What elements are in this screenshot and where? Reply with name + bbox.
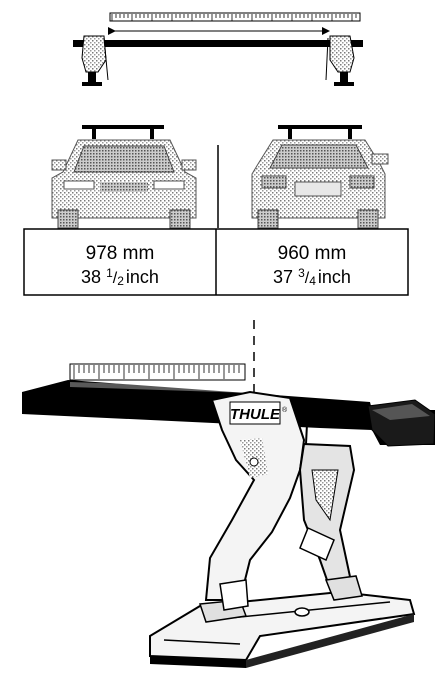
ruler-strip <box>109 12 361 22</box>
rear-measurement-mm: 960 mm <box>278 243 347 264</box>
top-rack-diagram <box>73 12 363 86</box>
closeup-ruler-ticks <box>73 365 240 379</box>
load-bar <box>73 40 363 47</box>
ruler-ticks <box>111 14 357 21</box>
front-car-icon <box>51 125 197 229</box>
left-foot-icon <box>81 35 109 86</box>
svg-text:®: ® <box>282 406 288 414</box>
rack-foot-closeup: THULE ® <box>22 320 435 668</box>
right-foot-icon <box>325 35 355 86</box>
svg-text:THULE: THULE <box>230 406 281 423</box>
rear-car-icon <box>251 125 389 229</box>
thule-logo: THULE ® <box>229 401 288 425</box>
front-measurement-mm: 978 mm <box>86 243 155 264</box>
